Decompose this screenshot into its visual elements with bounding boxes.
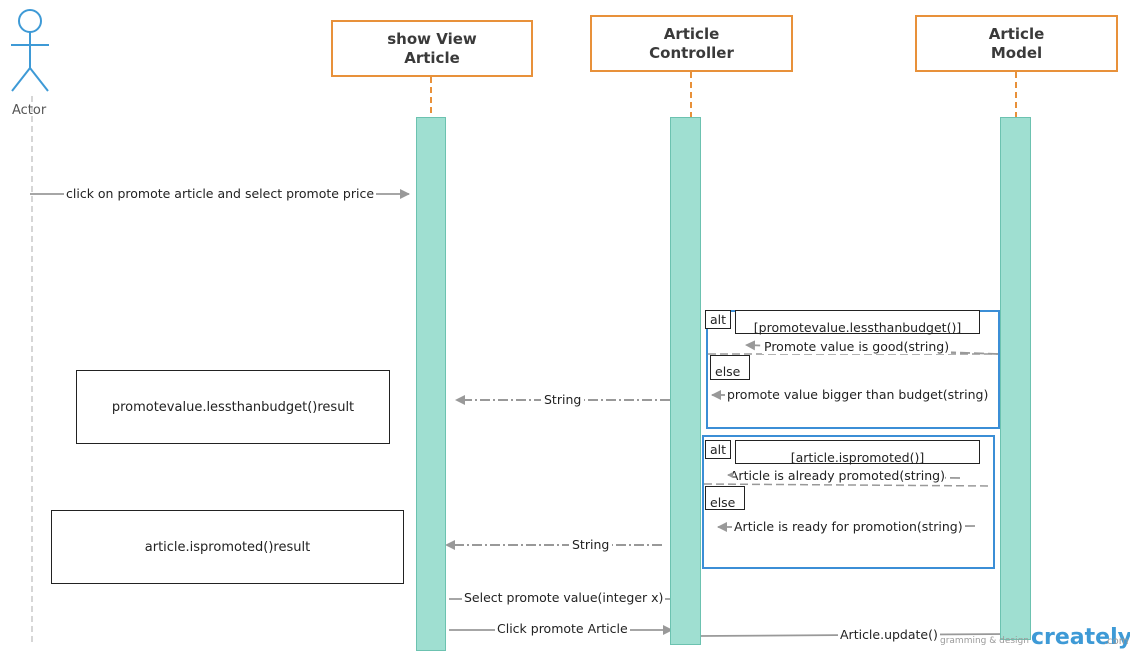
msg-already-promoted: Article is already promoted(string) [733, 468, 945, 483]
watermark-logo: creately [1031, 625, 1130, 650]
lifeline-model-title-1: Article [988, 24, 1045, 43]
view-activation-bar[interactable] [416, 117, 446, 651]
msg-click-promote: click on promote article and select prom… [64, 186, 377, 201]
lifeline-model-box[interactable]: Article Model [915, 15, 1118, 72]
msg-string-1: String [541, 392, 585, 407]
alt-fragment-1-else: else [710, 355, 750, 380]
watermark-suffix: .com [1104, 636, 1129, 647]
lifeline-view-box[interactable]: show View Article [331, 20, 533, 77]
msg-string-2: String [569, 537, 613, 552]
msg-promote-bigger: promote value bigger than budget(string) [725, 387, 991, 402]
alt2-separator [703, 483, 993, 487]
actor-icon [11, 9, 49, 92]
msg-click-article: Click promote Article [495, 621, 630, 636]
lifeline-controller-title-1: Article [663, 24, 720, 43]
alt-fragment-2-tag: alt [705, 440, 731, 459]
lifeline-model-title-2: Model [990, 43, 1043, 62]
lifeline-controller-title-2: Controller [649, 43, 734, 62]
actor-label: Actor [12, 103, 47, 118]
note-lessthanbudget-result[interactable]: promotevalue.lessthanbudget()result [76, 370, 390, 444]
watermark-subtitle: gramming & design [940, 636, 1029, 646]
lifeline-view-title-1: show View [387, 29, 477, 48]
msg-ready-promotion: Article is ready for promotion(string) [732, 519, 965, 534]
lifeline-controller-box[interactable]: Article Controller [590, 15, 793, 72]
alt-fragment-2-else: else [705, 486, 745, 510]
alt-fragment-1-guard: [promotevalue.lessthanbudget()] [735, 310, 980, 335]
alt-fragment-2-guard: [article.ispromoted()] [735, 440, 980, 465]
msg-update: Article.update() [838, 627, 940, 642]
model-activation-bar[interactable] [1000, 117, 1031, 640]
note-ispromoted-result[interactable]: article.ispromoted()result [51, 510, 404, 584]
alt-fragment-1-tag: alt [705, 310, 731, 329]
alt-fragment-2[interactable] [702, 435, 995, 569]
msg-select-value: Select promote value(integer x) [462, 590, 666, 605]
controller-activation-bar[interactable] [670, 117, 701, 645]
lifeline-view-title-2: Article [404, 48, 460, 67]
msg-promote-good: Promote value is good(string) [762, 339, 952, 354]
